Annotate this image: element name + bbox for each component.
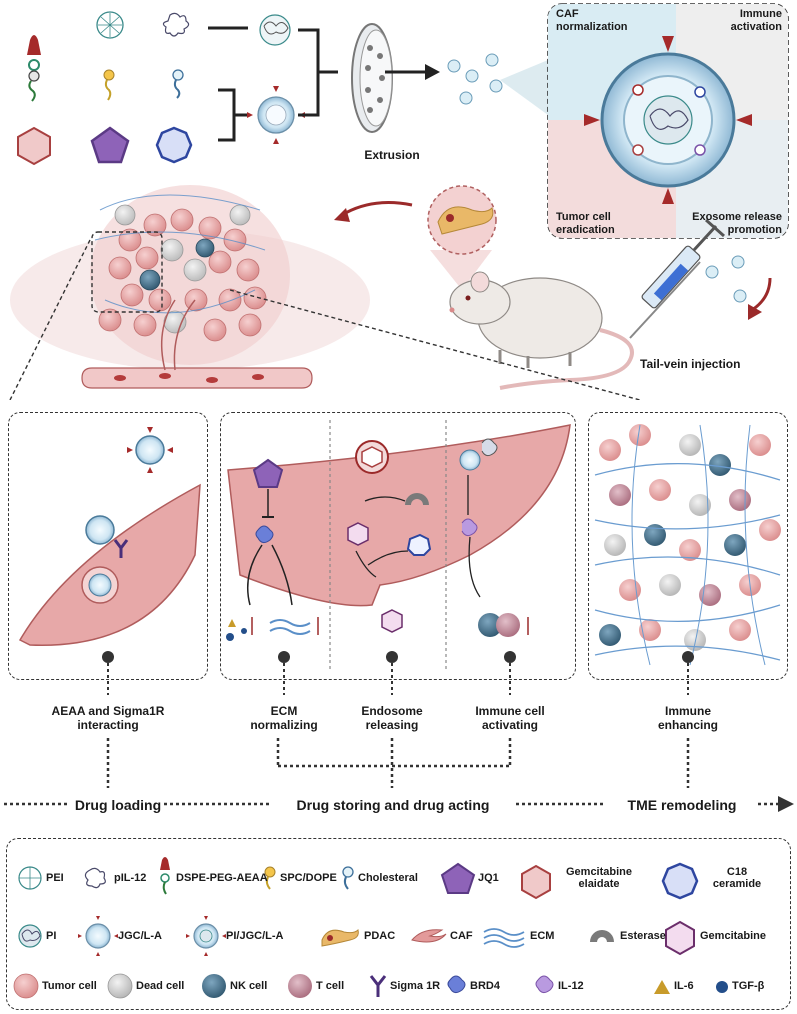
synthesis-illustration (9, 3, 789, 400)
legend-gem-elaidate: Gemcitabine elaidate (565, 866, 633, 890)
pi-complex-icon (259, 14, 291, 46)
ecm-icon (483, 928, 525, 948)
aeaa-ligand-icon (27, 35, 41, 102)
c18-icon (155, 126, 193, 164)
pi-icon (18, 924, 42, 948)
legend-tgfb: TGF-β (732, 980, 765, 992)
legend-sigma1r: Sigma 1R (390, 980, 441, 992)
legend-c18: C18 ceramide (712, 866, 762, 890)
c18-icon (661, 862, 699, 900)
gem-elaidate-icon (521, 864, 551, 900)
panel-aeaa-sigma1r (8, 412, 208, 680)
small-nanoparticles (447, 53, 503, 105)
legend-esterase: Esterase (620, 930, 666, 942)
pil12-icon (162, 12, 190, 37)
legend-nk-cell: NK cell (230, 980, 268, 992)
syringe-illustration (629, 218, 725, 339)
legend-box (6, 838, 791, 1010)
panel-tme (588, 412, 788, 680)
panel-drug-acting (220, 412, 576, 680)
legend-dead-cell: Dead cell (136, 980, 185, 992)
legend-pi: PI (46, 930, 57, 942)
legend-gemcitabine: Gemcitabine (700, 930, 767, 942)
legend-pdac: PDAC (364, 930, 396, 942)
gem-elaidate-icon (17, 126, 51, 166)
legend-caf: CAF (450, 930, 473, 942)
legend-ecm: ECM (530, 930, 555, 942)
pei-icon (96, 11, 124, 39)
pi-jgc-icon (186, 916, 226, 956)
jgc-la-liposome-icon (247, 86, 305, 144)
esterase-icon (590, 930, 614, 942)
jgc-icon (78, 916, 118, 956)
brd4-icon (447, 975, 466, 994)
pdac-callout (427, 185, 497, 290)
legend-spc: SPC/DOPE (280, 872, 337, 884)
stage-tme-remodeling: TME remodeling (627, 797, 737, 813)
tumor-tissue-illustration (10, 185, 370, 389)
legend-t-cell: T cell (316, 980, 345, 992)
gemcitabine-icon (665, 920, 695, 956)
cholesterol-icon (172, 69, 184, 99)
tgfb-icon (716, 981, 728, 993)
legend-jgc: JGC/L-A (118, 930, 162, 942)
legend-tumor-cell: Tumor cell (42, 980, 97, 992)
extruder-icon (351, 23, 393, 133)
legend-jq1: JQ1 (478, 872, 499, 884)
tumor-cell-icon (13, 973, 39, 999)
nk-cell-icon (202, 974, 226, 998)
mechanism-illustrations (18, 420, 781, 695)
stage-drug-loading: Drug loading (74, 797, 162, 813)
legend-il12: IL-12 (558, 980, 584, 992)
caf-icon (411, 929, 447, 943)
legend-pil12: pIL-12 (114, 872, 147, 884)
spc-icon (264, 866, 276, 890)
legend-il6: IL-6 (674, 980, 694, 992)
spc-dope-icon (103, 69, 115, 101)
mouse-illustration (449, 271, 634, 390)
nanoparticle-inset (500, 3, 789, 239)
legend-icons (13, 857, 728, 999)
cholesterol-icon (342, 866, 354, 890)
legend-dspe: DSPE-PEG-AEAA (176, 872, 268, 884)
legend-cholesterol: Cholesteral (358, 872, 418, 884)
dead-cell-icon (107, 973, 133, 999)
stage-drug-storing: Drug storing and drug acting (296, 797, 490, 813)
pil12-icon (84, 867, 106, 889)
legend-pei: PEI (46, 872, 64, 884)
jq1-icon (90, 126, 130, 164)
pei-icon (18, 866, 42, 890)
sigma1r-icon (369, 975, 387, 997)
pdac-icon (321, 929, 359, 947)
legend-brd4: BRD4 (470, 980, 500, 992)
t-cell-icon (288, 974, 312, 998)
tail-vein-label: Tail-vein injection (640, 357, 741, 371)
extrusion-label: Extrusion (364, 148, 420, 162)
jq1-icon (440, 862, 476, 894)
il6-icon (654, 980, 670, 994)
stage-connectors (4, 738, 794, 812)
dspe-icon (160, 857, 170, 895)
il12-icon (535, 975, 554, 994)
legend-pi-jgc: PI/JGC/L-A (226, 930, 284, 942)
